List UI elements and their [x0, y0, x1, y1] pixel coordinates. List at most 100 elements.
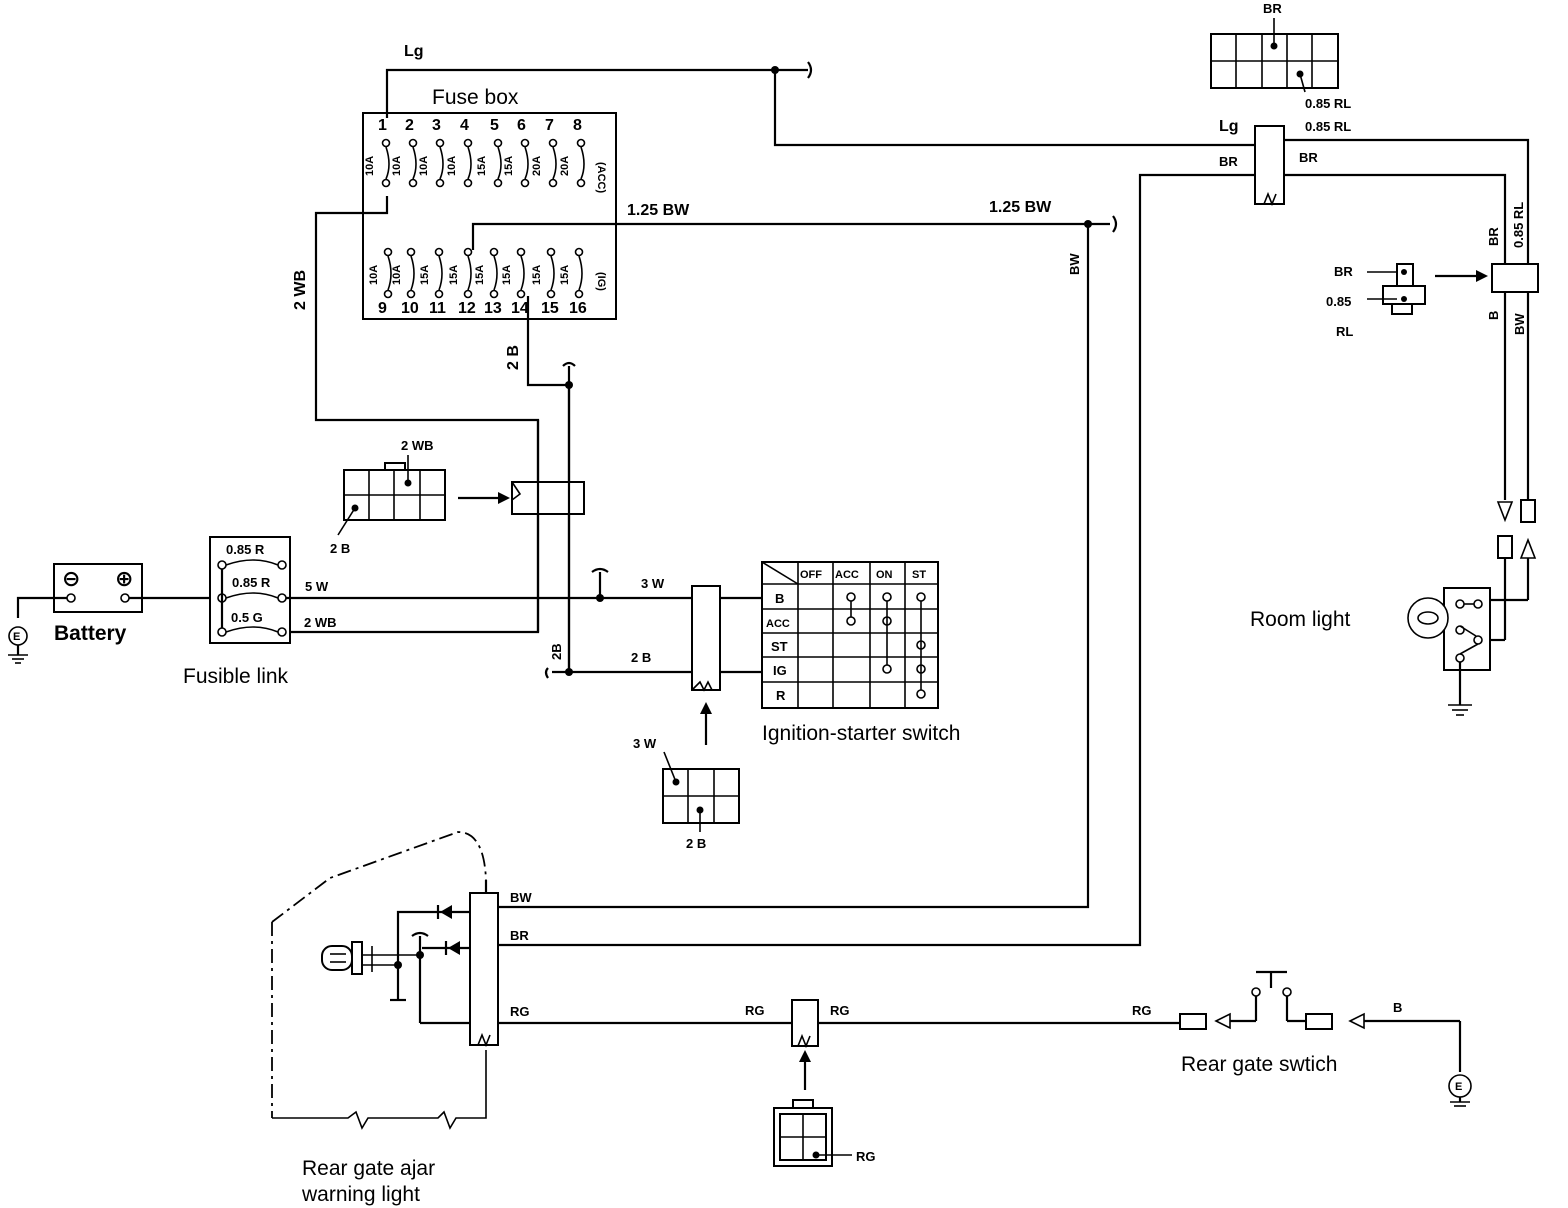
wire-rg: RG RG RG — [497, 999, 1180, 1090]
fuse-number-bottom: 15 — [541, 300, 559, 317]
fuse-number-top: 2 — [405, 117, 414, 134]
fuse-terminal — [546, 289, 556, 299]
fuse-box-outline — [362, 112, 617, 320]
ign-conn-w-label: 3 W — [633, 736, 657, 751]
ground-right: E — [1448, 1074, 1472, 1107]
wire-2b-bottom-label: 2 B — [631, 650, 651, 665]
fuse-element — [580, 146, 585, 180]
fusible-link-label: Fusible link — [183, 665, 289, 688]
fuse-element — [550, 255, 555, 291]
wire-5w-label: 5 W — [305, 579, 329, 594]
wire-125bw-label: 1.25 BW — [627, 202, 690, 219]
fuse-element — [520, 255, 525, 291]
ign-header-off: OFF — [800, 569, 822, 581]
ground-left: E — [8, 626, 28, 664]
fuse-terminal — [463, 178, 473, 188]
ign-conn-b-label: 2 B — [686, 836, 706, 851]
fuse-number-top: 5 — [490, 117, 499, 134]
fuse-number-top: 4 — [460, 117, 469, 134]
wire-rg-mid-r: RG — [830, 1003, 850, 1018]
fuse-terminal — [381, 138, 391, 148]
wire-bw-vertical-label: BW — [1067, 253, 1082, 275]
connector-top-right: Lg 0.85 RL BR BR 0.85 RL BR — [497, 118, 1530, 947]
wire-lg: Lg — [385, 43, 1255, 147]
ignition-switch-label: Ignition-starter switch — [762, 722, 960, 745]
wire-bw-room-label: BW — [1512, 313, 1527, 335]
fuse-terminal — [574, 247, 584, 257]
fuse-rating-top: 20A — [531, 156, 543, 176]
ign-row-ig: IG — [773, 663, 787, 678]
wire-2wb-bottom-label: 2 WB — [304, 615, 337, 630]
fuse-number-top: 7 — [545, 117, 554, 134]
wire-rl-vertical-label: 0.85 RL — [1511, 202, 1526, 248]
fuse-terminal — [406, 289, 416, 299]
wire-bw-warn-label: BW — [510, 890, 532, 905]
fuse-acc-tag: (ACC) — [595, 162, 607, 193]
battery-pos-symbol: ⊕ — [115, 566, 133, 591]
connector-b-label: 2 B — [330, 541, 350, 556]
fuse-terminal — [463, 247, 473, 257]
ign-row-acc: ACC — [766, 618, 790, 630]
fuse-terminal — [435, 138, 445, 148]
fuse-terminal — [489, 247, 499, 257]
fuse-terminal — [406, 247, 416, 257]
fuse-terminal — [516, 247, 526, 257]
fuse-element — [410, 255, 415, 291]
fuse-terminal — [520, 138, 530, 148]
wire-2wb-vertical-label: 2 WB — [292, 270, 309, 310]
wire-br-warn-label: BR — [510, 928, 529, 943]
fuse-terminal — [434, 289, 444, 299]
fuse-box-label: Fuse box — [432, 86, 519, 109]
fuse-number-bottom: 11 — [429, 300, 446, 317]
fuse-terminal — [576, 138, 586, 148]
fuse-element — [439, 146, 444, 180]
rear-gate-switch: B Rear gate swtich — [1179, 970, 1462, 1076]
wire-rg-warn-label: RG — [510, 1004, 530, 1019]
fuse-rating-bottom: 15A — [531, 265, 543, 285]
fuse-element — [524, 146, 529, 180]
fuse-terminal — [546, 247, 556, 257]
fuse-terminal — [548, 178, 558, 188]
wire-rg-mid-l: RG — [745, 1003, 765, 1018]
fuse-terminal — [463, 289, 473, 299]
fuse-box: Fuse box 110A210A310A410A515A615A720A820… — [362, 86, 617, 320]
fuse-rating-bottom: 10A — [391, 265, 403, 285]
fuse-number-bottom: 16 — [569, 300, 587, 317]
conn-br-label: BR — [1263, 1, 1282, 16]
wire-2b-vert-label: 2B — [549, 643, 564, 660]
fuse-terminal — [493, 138, 503, 148]
ground-right-e: E — [1455, 1081, 1462, 1093]
ign-header-st: ST — [912, 569, 926, 581]
fuse-terminal — [576, 178, 586, 188]
fuse-rating-top: 10A — [446, 156, 458, 176]
wire-125bw: 1.25 BW 1.25 BW BW — [471, 199, 1118, 909]
wire-2b-vertical-label: 2 B — [505, 345, 522, 370]
room-conn-rl-b: RL — [1336, 324, 1353, 339]
fusible-link: 0.85 R 0.85 R 0.5 G Fusible link — [183, 536, 291, 688]
room-light: Room light — [1250, 499, 1537, 716]
ground-left-e: E — [13, 631, 20, 643]
warning-light-label-2: warning light — [301, 1183, 420, 1206]
fuse-element — [493, 255, 498, 291]
fuse-rating-top: 15A — [476, 156, 488, 176]
fuse-element — [467, 146, 472, 180]
connector-rg-label: RG — [856, 1149, 876, 1164]
ign-row-st: ST — [771, 639, 788, 654]
connector-icon-ignition: 3 W 2 B — [633, 736, 740, 851]
warning-light-label-1: Rear gate ajar — [302, 1157, 435, 1180]
ignition-connector — [691, 585, 762, 745]
ign-header-on: ON — [876, 569, 893, 581]
wire-lg-right-label: Lg — [1219, 118, 1239, 135]
fuse-rating-bottom: 10A — [368, 265, 380, 285]
fuse-terminal — [408, 138, 418, 148]
fuse-element — [467, 255, 472, 291]
battery-label: Battery — [54, 622, 127, 645]
fuse-terminal — [548, 138, 558, 148]
room-light-label: Room light — [1250, 608, 1351, 631]
fuse-element — [578, 255, 583, 291]
room-conn-rl-a: 0.85 — [1326, 294, 1351, 309]
fuse-rating-bottom: 15A — [474, 265, 486, 285]
wire-rg-sw: RG — [1132, 1003, 1152, 1018]
fuse-terminal — [520, 178, 530, 188]
